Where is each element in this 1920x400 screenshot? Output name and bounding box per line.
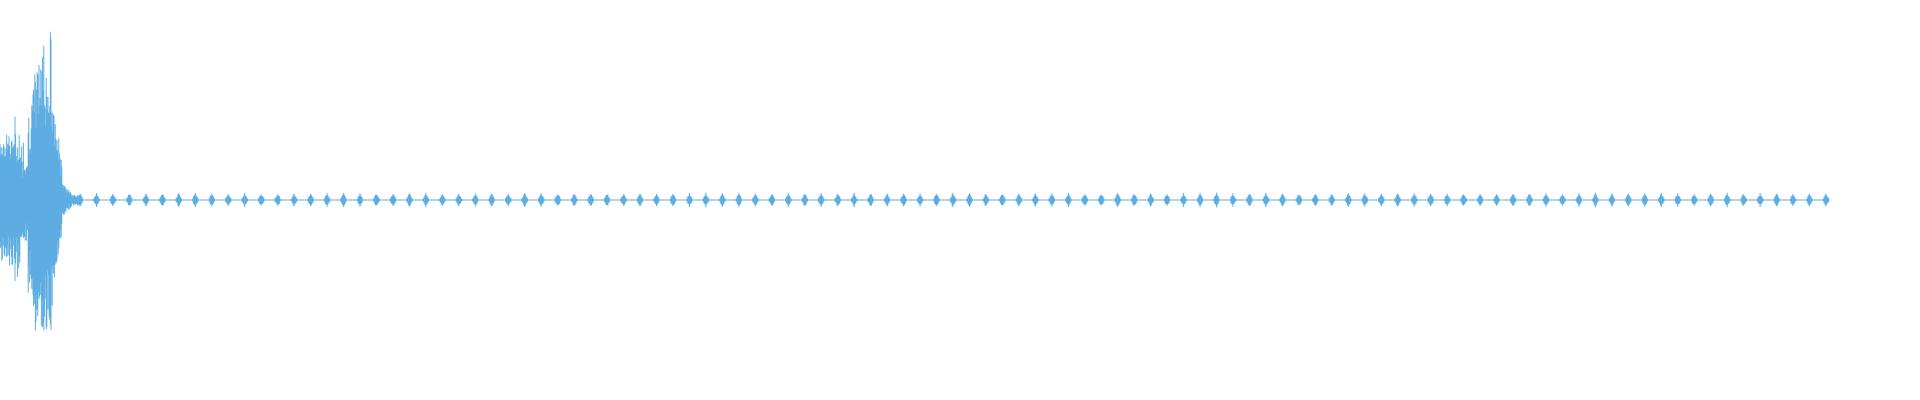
waveform-peaks (0, 31, 1830, 331)
waveform-path (0, 31, 1830, 331)
